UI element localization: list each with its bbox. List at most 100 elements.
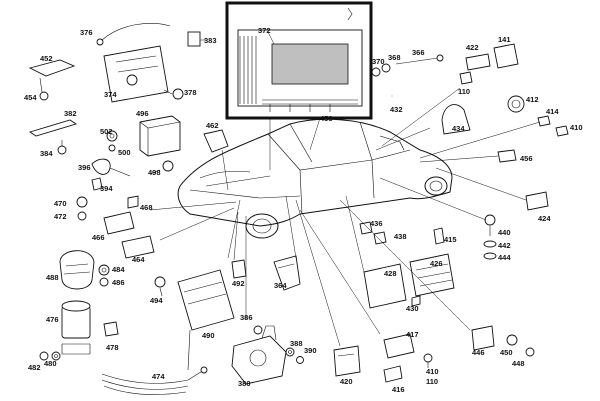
callout-417: 417 — [406, 330, 419, 339]
callout-500: 500 — [118, 148, 131, 157]
part-415[interactable] — [433, 227, 445, 245]
part-486[interactable] — [99, 277, 109, 287]
callout-376: 376 — [80, 28, 93, 37]
part-414[interactable] — [537, 115, 551, 127]
part-498[interactable] — [149, 160, 174, 175]
part-442[interactable] — [483, 240, 497, 248]
highlight-box-372[interactable] — [225, 1, 373, 120]
callout-428: 428 — [384, 269, 397, 278]
part-383[interactable] — [187, 31, 206, 47]
part-476[interactable] — [61, 300, 91, 355]
part-456[interactable] — [497, 149, 517, 163]
callout-450: 450 — [500, 348, 513, 357]
callout-420: 420 — [340, 377, 353, 386]
callout-434: 434 — [452, 124, 465, 133]
callout-110-top: 110 — [458, 87, 470, 96]
part-388[interactable] — [285, 347, 295, 357]
part-438[interactable] — [373, 231, 387, 245]
part-141[interactable] — [493, 43, 519, 69]
callout-502: 502 — [100, 127, 113, 136]
callout-482: 482 — [28, 363, 41, 372]
part-364[interactable] — [273, 255, 301, 291]
part-490[interactable] — [177, 269, 235, 371]
part-380[interactable] — [231, 325, 287, 385]
part-386[interactable] — [253, 325, 263, 335]
callout-492: 492 — [232, 279, 245, 288]
callout-416: 416 — [392, 385, 405, 394]
callout-labels: 372 376 383 452 454 374 378 382 384 496 … — [24, 26, 583, 394]
part-494[interactable] — [154, 276, 166, 297]
part-394[interactable] — [91, 177, 103, 191]
part-422[interactable] — [465, 53, 491, 71]
part-378[interactable] — [163, 88, 184, 100]
part-470[interactable] — [76, 196, 88, 208]
callout-378: 378 — [184, 88, 197, 97]
part-482[interactable] — [39, 351, 49, 361]
callout-410-right: 410 — [570, 123, 583, 132]
part-416[interactable] — [383, 365, 403, 383]
part-370[interactable] — [371, 67, 381, 77]
part-474[interactable] — [101, 366, 208, 395]
callout-372: 372 — [258, 26, 271, 35]
part-466[interactable] — [103, 211, 135, 235]
callout-456: 456 — [520, 154, 533, 163]
part-396[interactable] — [91, 158, 131, 177]
part-450[interactable] — [506, 334, 518, 346]
callout-374: 374 — [104, 90, 117, 99]
part-368[interactable] — [381, 63, 391, 73]
callout-396: 396 — [78, 163, 91, 172]
part-462[interactable] — [203, 129, 229, 153]
part-452[interactable] — [28, 59, 76, 93]
leader-lines — [149, 87, 541, 347]
part-478[interactable] — [103, 321, 119, 337]
part-454[interactable] — [39, 91, 49, 101]
part-448[interactable] — [525, 347, 535, 357]
part-430[interactable] — [411, 295, 421, 307]
part-412[interactable] — [507, 95, 525, 113]
part-382[interactable] — [28, 119, 78, 137]
part-488[interactable] — [59, 250, 95, 290]
callout-394: 394 — [100, 184, 113, 193]
callout-476: 476 — [46, 315, 59, 324]
callout-446: 446 — [472, 348, 485, 357]
part-472[interactable] — [77, 211, 87, 221]
part-374[interactable] — [103, 45, 169, 103]
part-496[interactable] — [139, 115, 181, 157]
callout-410: 410 — [426, 367, 439, 376]
part-410-right[interactable] — [555, 125, 569, 137]
part-468[interactable] — [127, 195, 139, 209]
callout-412: 412 — [526, 95, 539, 104]
callout-494: 494 — [150, 296, 163, 305]
part-464[interactable] — [121, 235, 155, 259]
part-424[interactable] — [525, 191, 549, 211]
part-376[interactable] — [96, 23, 171, 46]
part-502[interactable] — [106, 130, 118, 142]
part-434[interactable] — [441, 104, 471, 135]
part-480[interactable] — [51, 351, 61, 361]
part-492[interactable] — [231, 259, 247, 279]
callout-468: 468 — [140, 203, 153, 212]
part-428[interactable] — [363, 263, 407, 309]
part-110-top[interactable] — [459, 71, 473, 85]
callout-386: 386 — [240, 313, 253, 322]
part-440[interactable] — [484, 214, 496, 236]
part-384[interactable] — [57, 140, 67, 155]
callout-382: 382 — [64, 109, 77, 118]
callout-480: 480 — [44, 359, 57, 368]
part-446[interactable] — [471, 325, 495, 351]
callout-490: 490 — [202, 331, 215, 340]
part-426[interactable] — [409, 253, 455, 297]
callout-110-bottom: 110 — [426, 377, 438, 386]
part-390[interactable] — [296, 356, 304, 364]
part-484[interactable] — [98, 264, 110, 276]
part-444[interactable] — [483, 252, 497, 260]
callout-466: 466 — [92, 233, 105, 242]
part-410[interactable] — [423, 353, 433, 368]
part-366[interactable] — [395, 54, 444, 65]
part-420[interactable] — [333, 345, 361, 377]
callout-440: 440 — [498, 228, 511, 237]
part-500[interactable] — [108, 144, 116, 152]
part-417[interactable] — [383, 333, 415, 359]
callout-498: 498 — [148, 168, 161, 177]
